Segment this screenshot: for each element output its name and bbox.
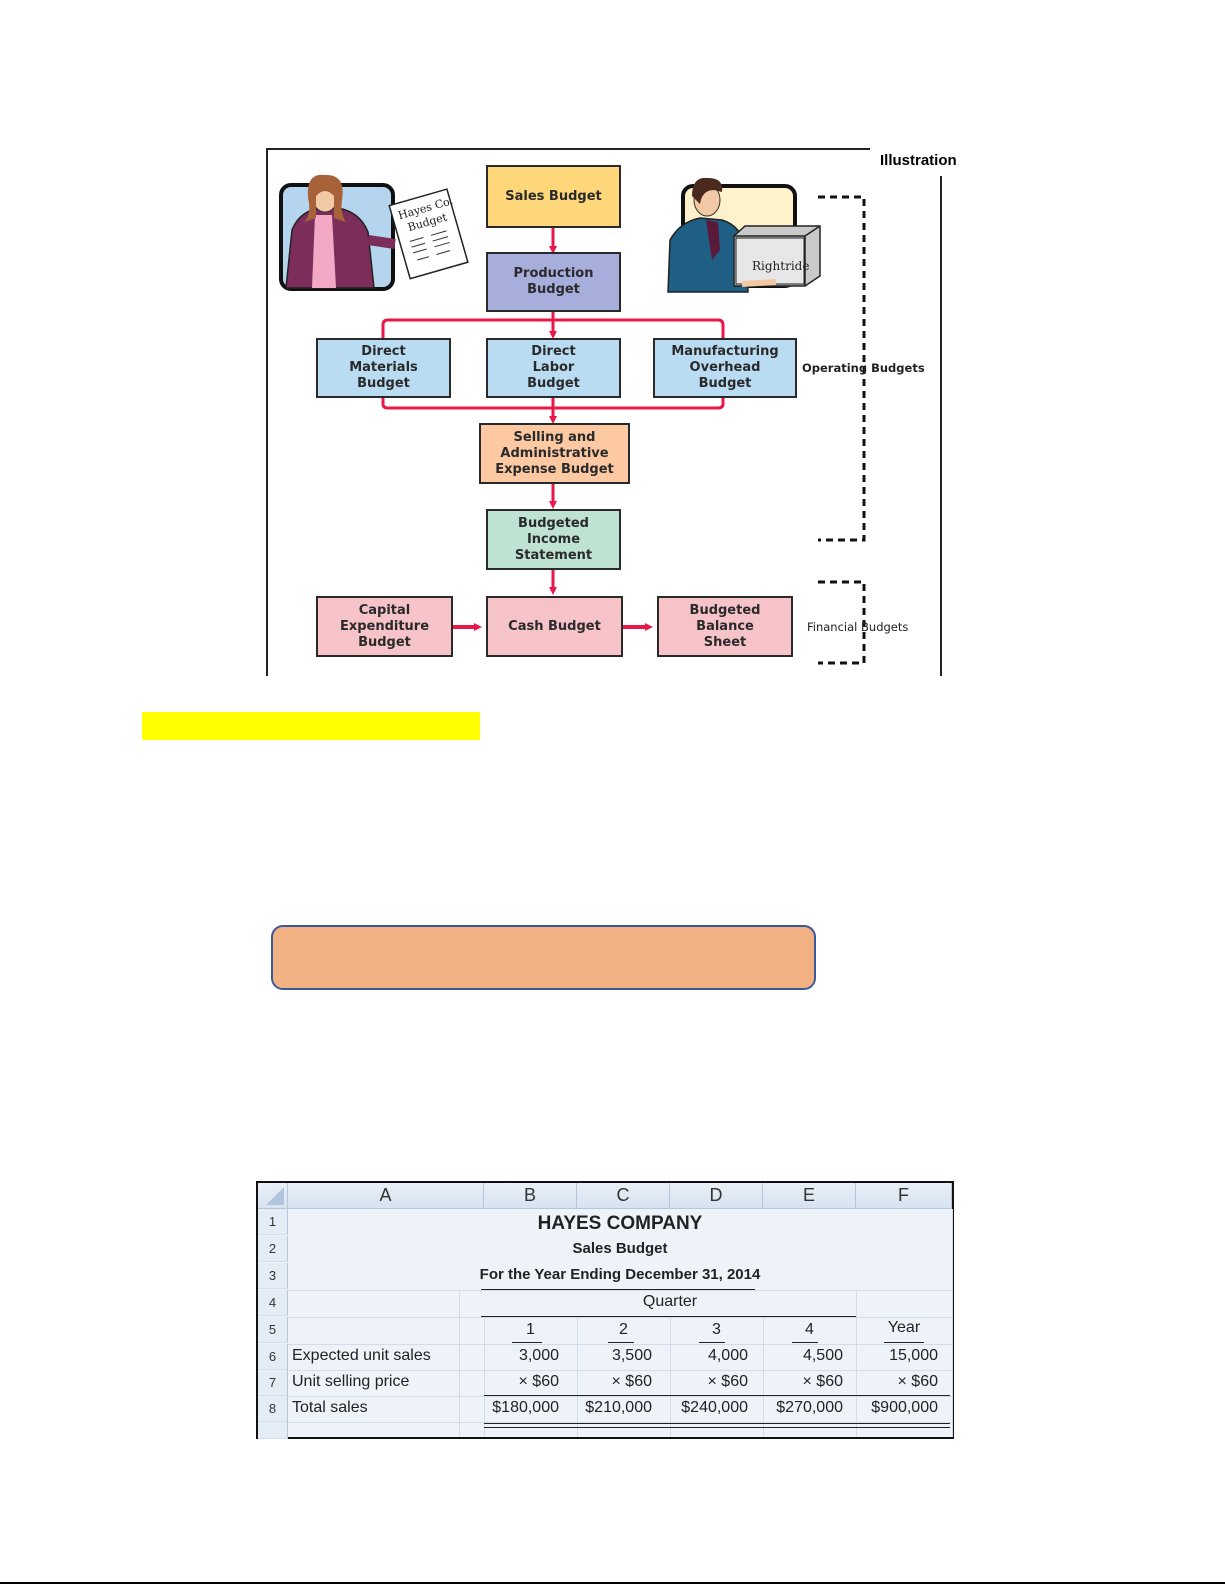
grid-line — [288, 1317, 952, 1318]
grid-line — [577, 1317, 578, 1437]
cell-e8[interactable]: $270,000 — [776, 1399, 843, 1416]
column-header-a[interactable]: A — [288, 1183, 484, 1209]
row-label-unit-selling-price: Unit selling price — [292, 1373, 410, 1390]
quarter-header: Quarter — [642, 1293, 698, 1310]
row-label-total-sales: Total sales — [292, 1399, 368, 1416]
grid-line — [484, 1317, 485, 1437]
company-name: HAYES COMPANY — [537, 1213, 703, 1234]
grid-line — [288, 1370, 952, 1371]
direct-labor-budget-box: Direct Labor Budget — [486, 338, 621, 398]
row-header-4[interactable]: 4 — [258, 1290, 288, 1316]
row-header-1[interactable]: 1 — [258, 1209, 288, 1235]
financial-budgets-bracket — [818, 580, 866, 665]
page-bottom-rule — [0, 1582, 1225, 1584]
cell-f7[interactable]: × $60 — [897, 1373, 938, 1390]
cell-b6[interactable]: 3,000 — [518, 1347, 559, 1364]
row-header-8[interactable]: 8 — [258, 1396, 288, 1422]
cell-b7[interactable]: × $60 — [518, 1373, 559, 1390]
operating-budgets-bracket — [818, 195, 866, 542]
cell-e7[interactable]: × $60 — [802, 1373, 843, 1390]
grid-line — [856, 1290, 857, 1437]
operating-budgets-label: Operating Budgets — [802, 361, 925, 375]
header-underline — [884, 1342, 924, 1343]
column-header-d[interactable]: D — [670, 1183, 763, 1209]
cell-d7[interactable]: × $60 — [707, 1373, 748, 1390]
header-underline — [608, 1342, 634, 1343]
budget-flow-connectors: Hayes Co. Budget Rightride — [279, 174, 866, 665]
illustration-frame-top — [266, 148, 870, 150]
yellow-highlight-bar — [142, 712, 480, 740]
period-header-q1: 1 — [526, 1321, 535, 1338]
selling-admin-expense-budget-box: Selling and Administrative Expense Budge… — [479, 423, 630, 484]
period-header-q3: 3 — [712, 1321, 721, 1338]
grid-line — [288, 1396, 952, 1397]
sales-budget-box: Sales Budget — [486, 165, 621, 228]
row-header-6[interactable]: 6 — [258, 1344, 288, 1370]
budgeted-balance-sheet-box: Budgeted Balance Sheet — [657, 596, 793, 657]
title-underline — [481, 1289, 755, 1290]
select-all-corner[interactable] — [258, 1183, 288, 1209]
report-title: Sales Budget — [572, 1240, 668, 1257]
illustration-frame-right — [940, 176, 942, 676]
orange-callout-box — [271, 925, 816, 990]
grid-line — [763, 1317, 764, 1437]
cell-c7[interactable]: × $60 — [611, 1373, 652, 1390]
cell-e6[interactable]: 4,500 — [802, 1347, 843, 1364]
budgeted-income-statement-box: Budgeted Income Statement — [486, 509, 621, 570]
grid-line — [288, 1422, 952, 1423]
svg-text:Rightride: Rightride — [752, 259, 809, 273]
cell-f8[interactable]: $900,000 — [871, 1399, 938, 1416]
capital-expenditure-budget-box: Capital Expenditure Budget — [316, 596, 453, 657]
row-header-5[interactable]: 5 — [258, 1317, 288, 1343]
illustration-frame-left — [266, 148, 268, 676]
period-header-q4: 4 — [805, 1321, 814, 1338]
grid-line — [288, 1344, 952, 1345]
row-header-9[interactable] — [258, 1422, 288, 1439]
illustration-label: Illustration — [880, 152, 957, 169]
cell-c6[interactable]: 3,500 — [611, 1347, 652, 1364]
cell-f6[interactable]: 15,000 — [889, 1347, 938, 1364]
row-label-expected-unit-sales: Expected unit sales — [292, 1347, 431, 1364]
grid-line — [288, 1290, 952, 1291]
cash-budget-box: Cash Budget — [486, 596, 623, 657]
sales-budget-spreadsheet: A B C D E F 1 2 3 4 5 6 7 8 HAYES COMPAN… — [256, 1181, 954, 1439]
row-header-3[interactable]: 3 — [258, 1263, 288, 1289]
period-header-q2: 2 — [619, 1321, 628, 1338]
subtotal-line — [484, 1395, 950, 1396]
grid-line — [670, 1317, 671, 1437]
grid-line — [952, 1209, 953, 1437]
direct-materials-budget-box: Direct Materials Budget — [316, 338, 451, 398]
financial-budgets-label: Financial Budgets — [807, 620, 909, 634]
report-period: For the Year Ending December 31, 2014 — [479, 1266, 761, 1283]
header-underline — [699, 1342, 725, 1343]
production-budget-box: Production Budget — [486, 252, 621, 312]
cell-b8[interactable]: $180,000 — [492, 1399, 559, 1416]
column-header-c[interactable]: C — [577, 1183, 670, 1209]
header-underline — [512, 1342, 542, 1343]
cell-d8[interactable]: $240,000 — [681, 1399, 748, 1416]
total-double-underline-top — [484, 1423, 950, 1424]
column-header-e[interactable]: E — [763, 1183, 856, 1209]
header-underline — [792, 1342, 818, 1343]
woman-presenter-illustration: Hayes Co. Budget — [279, 174, 469, 291]
quarter-underline — [481, 1316, 856, 1317]
column-header-b[interactable]: B — [484, 1183, 577, 1209]
total-double-underline-bottom — [484, 1427, 950, 1428]
column-header-f[interactable]: F — [856, 1183, 952, 1209]
manufacturing-overhead-budget-box: Manufacturing Overhead Budget — [653, 338, 797, 398]
period-header-year: Year — [887, 1319, 921, 1336]
cell-d6[interactable]: 4,000 — [707, 1347, 748, 1364]
row-header-2[interactable]: 2 — [258, 1236, 288, 1262]
cell-c8[interactable]: $210,000 — [585, 1399, 652, 1416]
row-header-7[interactable]: 7 — [258, 1370, 288, 1396]
man-with-box-illustration: Rightride — [667, 177, 821, 293]
grid-line — [459, 1290, 460, 1437]
